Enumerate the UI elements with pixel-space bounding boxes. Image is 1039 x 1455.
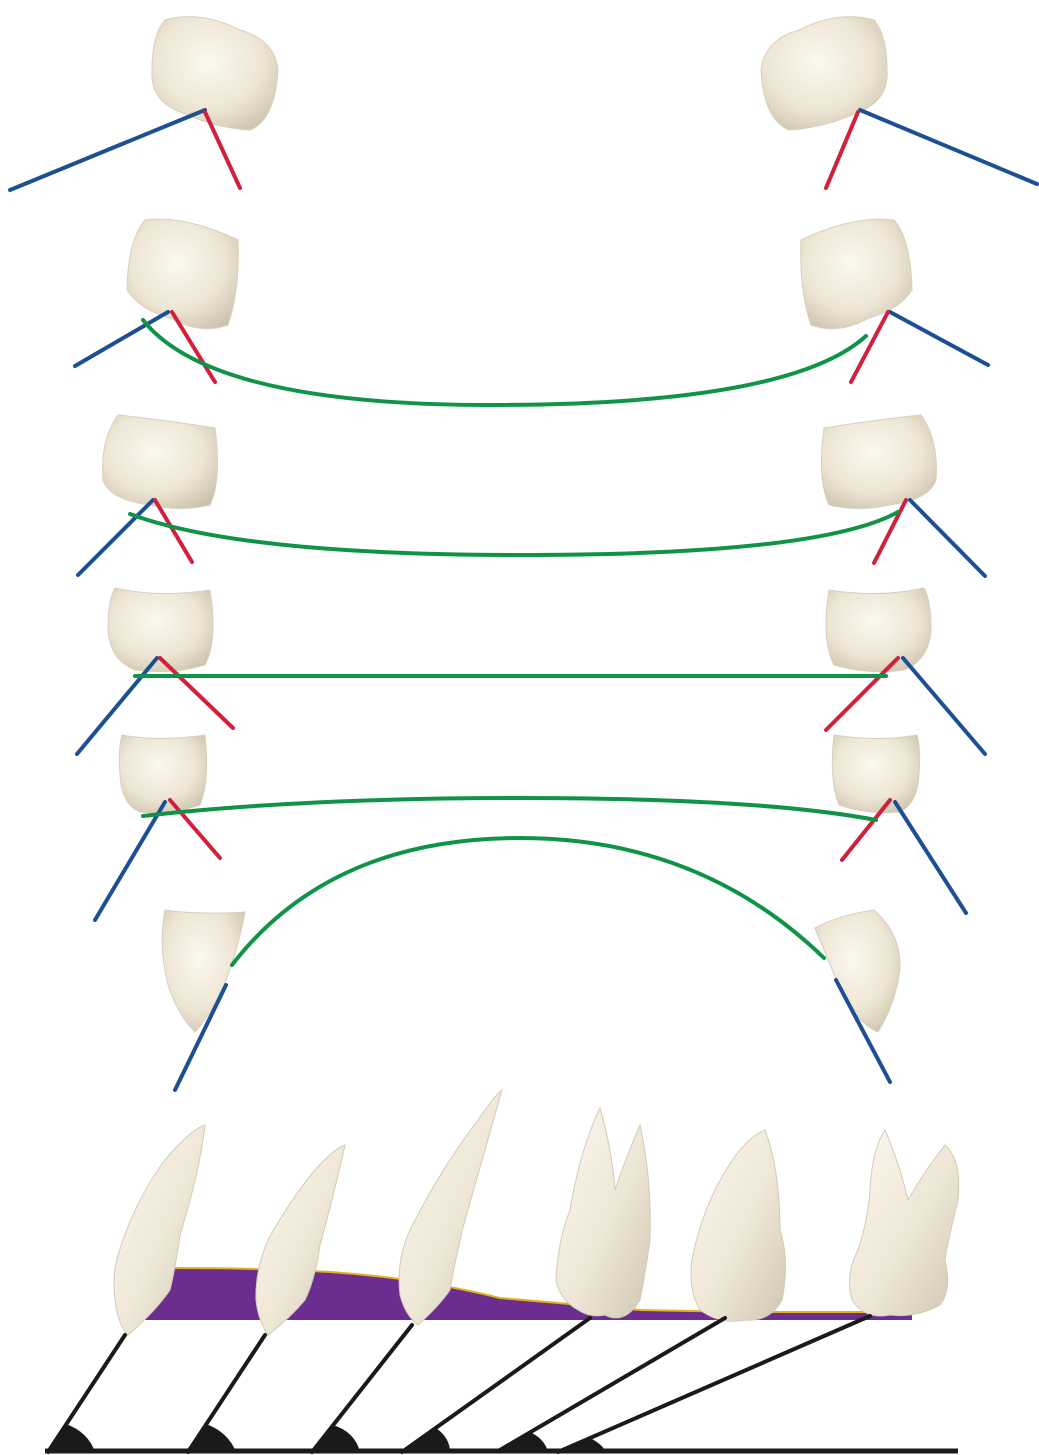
angle-marker-4 [402,1428,450,1452]
occlusal-tooth-row1-left [152,17,278,130]
blue-axis-row2-right [890,312,988,365]
occlusal-tooth-row5-left [119,735,206,813]
red-axis-row1-right [826,112,858,188]
green-arch-row6 [232,838,824,965]
blue-axis-row2-left [75,312,168,366]
occlusal-tooth-row6-left [162,910,245,1032]
occlusal-tooth-row5-right [832,735,919,813]
lateral-tooth-first-premolar [556,1108,650,1318]
green-curve-row5 [143,798,876,820]
occlusal-teeth [103,17,937,1032]
black-axis-lines [48,1316,870,1452]
occlusal-tooth-row2-left [127,219,238,329]
blue-axis-row5-left [95,802,165,920]
blue-axis-row5-right [895,802,966,913]
black-axis-first-premolar [402,1318,590,1452]
lateral-tooth-second-premolar [691,1130,786,1321]
occlusal-tooth-row6-right [815,910,900,1032]
blue-axis-row1-left [10,110,205,190]
occlusal-tooth-row3-left [103,415,218,509]
red-axis-row3-right [874,500,906,563]
occlusal-tooth-row4-right [826,588,931,672]
green-curve-row3 [130,512,898,555]
occlusal-tooth-row3-right [821,415,936,509]
blue-axis-row1-right [860,110,1037,184]
angle-marker-3 [312,1425,360,1452]
black-axis-first-molar [558,1316,870,1452]
occlusal-tooth-row2-right [801,219,912,329]
red-axis-row4-left [160,658,233,728]
green-arch-curves [130,320,898,965]
blue-axis-row3-left [78,500,153,575]
lateral-tooth-first-molar [850,1130,959,1316]
red-axis-lines [155,112,906,860]
blue-axis-row3-right [910,500,985,576]
green-curve-row2 [143,320,866,405]
